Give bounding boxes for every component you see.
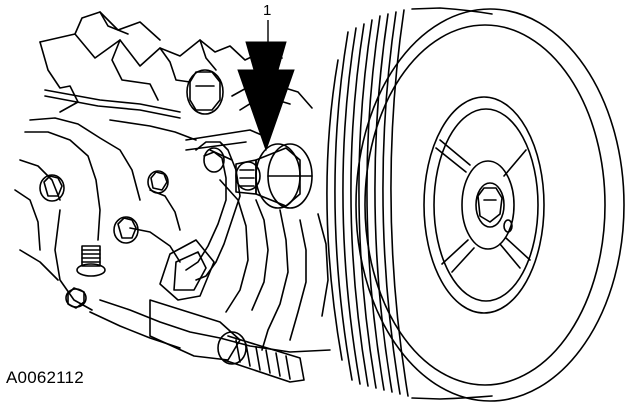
figure-id-label: A0062112: [6, 368, 84, 387]
link-bracket: [159, 129, 265, 301]
pivot-bolt: [235, 143, 313, 209]
crankshaft-pulley: [355, 8, 625, 402]
lower-left-nut: [65, 287, 87, 309]
lower-adjuster-stud: [149, 299, 305, 383]
upper-mount-bolt: [186, 69, 224, 115]
lower-left-stud: [76, 245, 106, 277]
callout-number: 1: [263, 2, 272, 19]
center-block-bolt: [147, 170, 169, 194]
drive-belt-grooves: [326, 7, 493, 400]
callout-arrow: [237, 20, 295, 152]
middle-block-bolt: [113, 216, 139, 244]
left-block-bolt: [39, 174, 65, 202]
